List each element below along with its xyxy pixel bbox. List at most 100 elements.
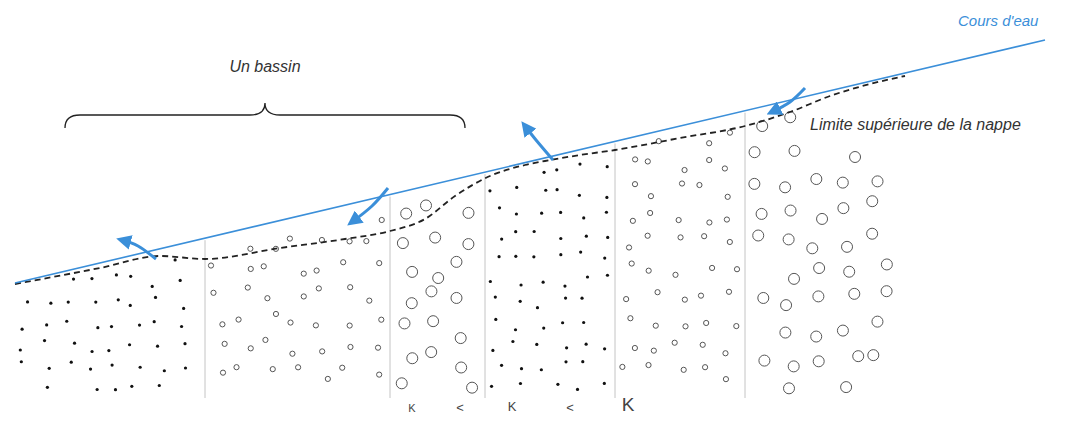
flow-arrow [122, 240, 156, 259]
grain [585, 235, 588, 238]
grain [606, 236, 609, 239]
zone-divider [205, 240, 206, 398]
grain [844, 266, 855, 277]
grain [520, 367, 523, 370]
grain [220, 370, 225, 375]
grain [182, 307, 185, 310]
grain [110, 363, 113, 366]
grain [580, 297, 583, 300]
grain [620, 364, 625, 369]
grain [704, 320, 709, 325]
grain [220, 322, 225, 327]
grain [578, 163, 581, 166]
grain [785, 205, 796, 216]
grain [46, 386, 49, 389]
grain [651, 348, 656, 353]
grain [758, 292, 769, 303]
grain [633, 157, 638, 162]
grain [514, 230, 517, 233]
grain [837, 177, 848, 188]
grain [265, 296, 270, 301]
grain [208, 263, 213, 268]
grain [683, 324, 688, 329]
grain [406, 298, 417, 309]
grain [606, 274, 609, 277]
grain [488, 189, 491, 192]
grain [811, 331, 822, 342]
grain [154, 296, 157, 299]
grain [678, 235, 683, 240]
grain [707, 141, 712, 146]
grain [759, 355, 770, 366]
grain [179, 279, 182, 282]
grain [451, 256, 462, 267]
grain [734, 267, 739, 272]
grain [734, 323, 739, 328]
zone-divider [745, 113, 746, 398]
grain [542, 281, 545, 284]
grain [646, 362, 651, 367]
grain [348, 285, 353, 290]
stream-line [15, 40, 1045, 283]
grain [261, 264, 266, 269]
zone-dividers [205, 113, 745, 398]
grain [114, 388, 117, 391]
grain [184, 366, 187, 369]
grain [867, 196, 878, 207]
grain [421, 200, 432, 211]
grain [679, 181, 684, 186]
grain [749, 178, 760, 189]
grain [789, 273, 800, 284]
grain [606, 165, 609, 168]
grain [397, 238, 408, 249]
grain [96, 326, 99, 329]
grain [348, 344, 353, 349]
grain [20, 360, 23, 363]
sediment-grains [19, 112, 893, 394]
grain [110, 325, 113, 328]
grain [70, 361, 73, 364]
grain [536, 306, 539, 309]
grain [781, 300, 792, 311]
grain [807, 243, 818, 254]
grain [563, 284, 566, 287]
grain [784, 383, 795, 394]
grain [630, 218, 635, 223]
grain [347, 239, 352, 244]
grain [90, 277, 93, 280]
grain [565, 346, 568, 349]
grain [632, 345, 637, 350]
grain [542, 171, 545, 174]
grain [158, 384, 161, 387]
grain [48, 367, 51, 370]
grain [364, 238, 369, 243]
grain [842, 241, 853, 252]
grain [564, 360, 567, 363]
grain [451, 292, 462, 303]
grain [396, 378, 407, 389]
grain [756, 208, 767, 219]
grain [313, 323, 318, 328]
grain [347, 323, 352, 328]
grain [838, 203, 849, 214]
grain [682, 167, 687, 172]
grain [555, 188, 558, 191]
grain [872, 316, 883, 327]
grain [163, 369, 166, 372]
grain [399, 318, 410, 329]
grain [129, 304, 132, 307]
grain [578, 194, 581, 197]
grain [316, 286, 321, 291]
grain [467, 382, 478, 393]
grain [295, 365, 300, 370]
grain [723, 351, 728, 356]
basin-label: Un bassin [229, 58, 300, 76]
grain [780, 182, 791, 193]
grain [273, 311, 278, 316]
grain [234, 365, 239, 370]
grain [757, 121, 768, 132]
grain [849, 288, 860, 299]
comparison-sign: < [456, 401, 464, 416]
